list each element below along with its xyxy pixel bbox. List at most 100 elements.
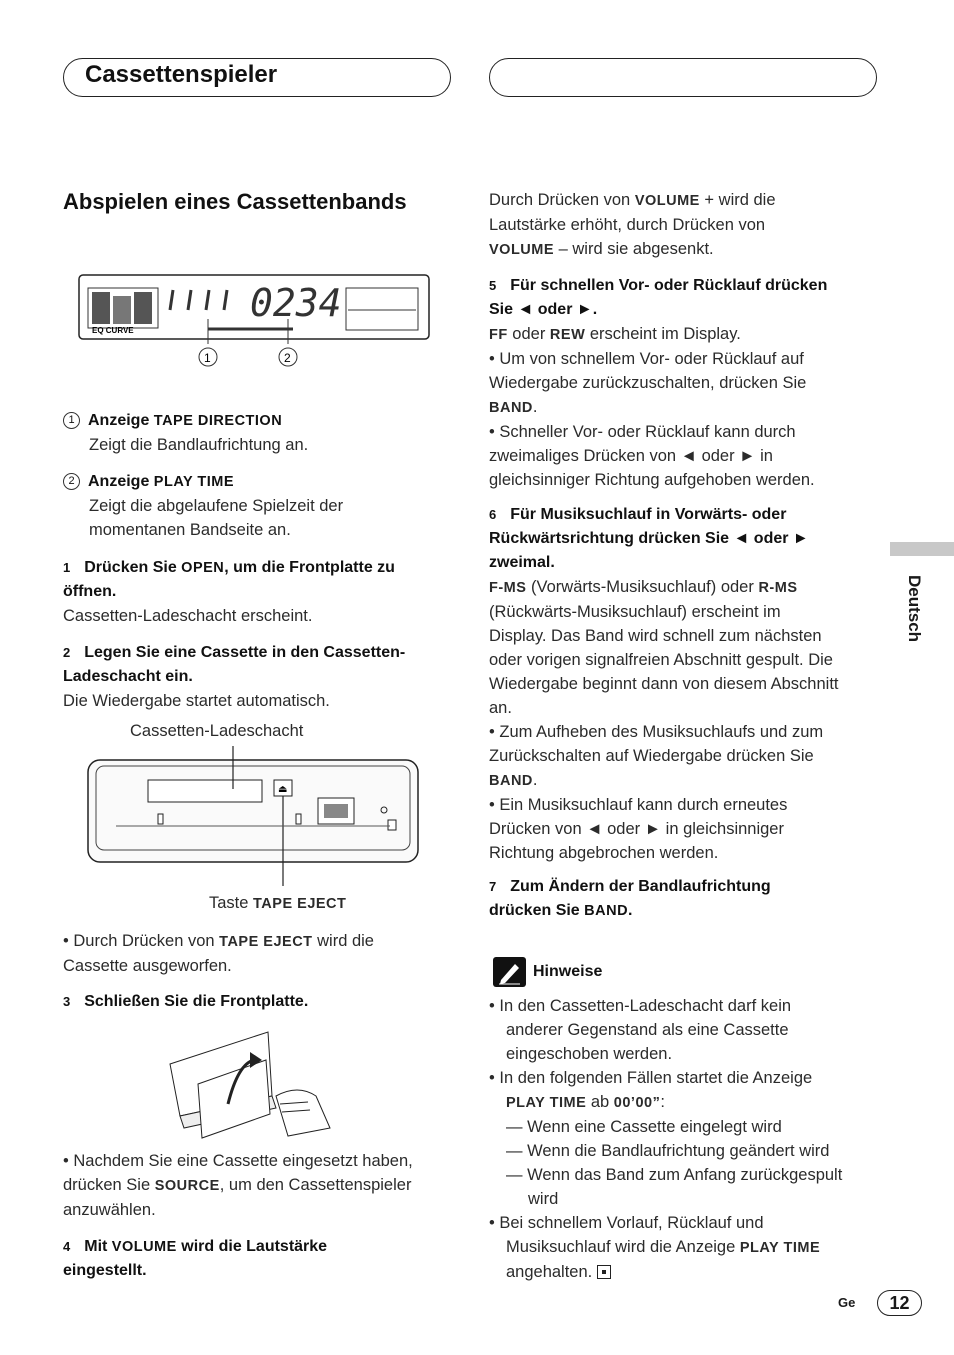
step-5-l2: Sie ◄ oder ►. [489, 301, 598, 318]
note-3-l3: angehalten. [506, 1263, 593, 1281]
item-1: 1 Anzeige TAPE DIRECTION Zeigt die Bandla… [63, 409, 453, 457]
step-1-number: 1 [63, 560, 71, 575]
step-5-mid: oder [507, 325, 550, 343]
item-2-desc-l1: Zeigt die abgelaufene Spielzeit der [89, 497, 344, 515]
note-1-l3: eingeschoben werden. [506, 1045, 673, 1063]
step-6-body-l4: oder vorigen signalfreien Abschnitt gesp… [489, 651, 833, 669]
step-6-b1-sc: BAND [489, 773, 533, 789]
page-heading: Abspielen eines Cassettenbands [63, 189, 407, 214]
side-language-text: Deutsch [905, 575, 924, 643]
footer-lang-code: Ge [838, 1295, 856, 1310]
step-3-text: Schließen Sie die Frontplatte. [84, 993, 309, 1010]
step-6-body-l5: Wiedergabe beginnt dann von diesem Absch… [489, 675, 839, 693]
display-right-block [345, 287, 419, 331]
item-1-title: Anzeige [88, 412, 154, 429]
step-7-pre: drücken Sie [489, 902, 585, 919]
item-1-title-sc: TAPE DIRECTION [153, 413, 283, 429]
bullet-source-sc: SOURCE [154, 1178, 220, 1194]
step-1-text: Drücken Sie [84, 559, 182, 576]
step-2-text: Legen Sie eine Cassette in den Cassetten… [84, 644, 406, 661]
item-2-title-sc: PLAY TIME [153, 474, 235, 490]
step-5-l1: Für schnellen Vor- oder Rücklauf drücken [510, 277, 828, 294]
volume-mid: + wird die [699, 191, 776, 209]
step-7-number: 7 [489, 879, 497, 894]
cassette-slot [147, 779, 263, 803]
side-tab-marker [890, 542, 954, 556]
step-5-number: 5 [489, 278, 497, 293]
step-6-b1-l1: • Zum Aufheben des Musiksuchlaufs und zu… [489, 723, 824, 741]
volume-sc-2: VOLUME [489, 242, 555, 258]
fig-label-tape-eject: Taste TAPE EJECT [209, 891, 346, 916]
bullet-source-l1: • Nachdem Sie eine Cassette eingesetzt h… [63, 1152, 413, 1170]
note-icon [493, 957, 526, 987]
step-2-number: 2 [63, 645, 71, 660]
item-2-number: 2 [63, 473, 80, 490]
fig-label-tape-eject-sc: TAPE EJECT [253, 896, 347, 912]
section-title-frame [63, 58, 451, 97]
note-2-dash-2: — Wenn die Bandlaufrichtung geändert wir… [506, 1142, 830, 1160]
note-1-l2: anderer Gegenstand als eine Cassette [506, 1021, 789, 1039]
play-time-digits: 0234 [250, 281, 342, 325]
volume-l2: Lautstärke erhöht, durch Drücken von [489, 216, 766, 234]
note-2-l1: • In den folgenden Fällen startet die An… [489, 1069, 813, 1087]
step-7-l1: Zum Ändern der Bandlaufrichtung [510, 878, 771, 895]
step-6-b2-l1: • Ein Musiksuchlauf kann durch erneutes [489, 796, 788, 814]
step-1-text-l2: öffnen. [63, 583, 117, 600]
step-6-b2-l3: Richtung abgebrochen werden. [489, 844, 719, 862]
bullet-source: • Nachdem Sie eine Cassette eingesetzt h… [63, 1149, 453, 1222]
step-6-b1-l2: Zurückschalten auf Wiedergabe drücken Si… [489, 747, 814, 765]
fig-label-cassette-slot: Cassetten-Ladeschacht [130, 722, 304, 740]
empty-header-frame [489, 58, 877, 97]
step-6-number: 6 [489, 507, 497, 522]
bullet-eject-l2: Cassette ausgeworfen. [63, 957, 232, 975]
step-5-sc-ff: FF [489, 327, 508, 343]
note-3-l1: • Bei schnellem Vorlauf, Rücklauf und [489, 1214, 764, 1232]
section-title: Cassettenspieler [85, 61, 278, 88]
step-7: 7 Zum Ändern der Bandlaufrichtung drücken… [489, 878, 771, 919]
step-5-b1-l2: Wiedergabe zurückzuschalten, drücken Sie [489, 374, 807, 392]
notes-list: • In den Cassetten-Ladeschacht darf kein… [489, 994, 884, 1284]
volume-pre: Durch Drücken von [489, 191, 635, 209]
item-1-desc: Zeigt die Bandlaufrichtung an. [89, 436, 309, 454]
step-5-sc-rew: REW [549, 327, 586, 343]
volume-sc-1: VOLUME [634, 193, 700, 209]
fig-label-taste: Taste [209, 894, 254, 912]
callout-1: 1 [204, 351, 211, 365]
eq-curve-label: EQ CURVE [92, 326, 134, 335]
display-outline [78, 274, 430, 340]
step-5-b2-l3: gleichsinniger Richtung aufgehoben werde… [489, 471, 815, 489]
note-2-dash-3-l2: wird [528, 1190, 559, 1208]
note-3-sc: PLAY TIME [739, 1240, 821, 1256]
step-5-b1-l1: • Um von schnellem Vor- oder Rücklauf au… [489, 350, 804, 368]
bullet-eject-post: wird die [312, 932, 374, 950]
note-2-dash-1: — Wenn eine Cassette eingelegt wird [506, 1118, 782, 1136]
item-2-desc-l2: momentanen Bandseite an. [89, 521, 291, 539]
step-4-text: Mit [84, 1238, 112, 1255]
tape-direction-segments [168, 289, 229, 311]
svg-text:⏏: ⏏ [278, 784, 287, 795]
note-2-value: 00’00” [613, 1095, 661, 1111]
step-6-mid: (Vorwärts-Musiksuchlauf) oder [526, 578, 759, 596]
notes-title: Hinweise [533, 963, 603, 980]
volume-post: – wird sie abgesenkt. [554, 240, 714, 258]
bullet-eject-text: • Durch Drücken von [63, 932, 220, 950]
item-1-number: 1 [63, 412, 80, 429]
step-4-number: 4 [63, 1239, 71, 1254]
step-6-body-l2: (Rückwärts-Musiksuchlauf) erscheint im [489, 603, 781, 621]
step-2-body: Die Wiedergabe startet automatisch. [63, 692, 330, 710]
bullet-source-pre: drücken Sie [63, 1176, 155, 1194]
step-4-sc: VOLUME [111, 1239, 177, 1255]
step-5-b1-sc: BAND [489, 400, 533, 416]
bullet-eject-sc: TAPE EJECT [219, 934, 313, 950]
stop-icon [596, 1265, 611, 1279]
callout-2: 2 [284, 351, 291, 365]
step-6-body-l6: an. [489, 699, 512, 717]
step-4-post: wird die Lautstärke [176, 1238, 328, 1255]
step-6-sc-fms: F-MS [489, 580, 527, 596]
page-number: 12 [877, 1290, 922, 1316]
step-6-b2-l2: Drücken von ◄ oder ► in gleichsinniger [489, 820, 784, 838]
step-2: 2 Legen Sie eine Cassette in den Cassette… [63, 641, 453, 713]
